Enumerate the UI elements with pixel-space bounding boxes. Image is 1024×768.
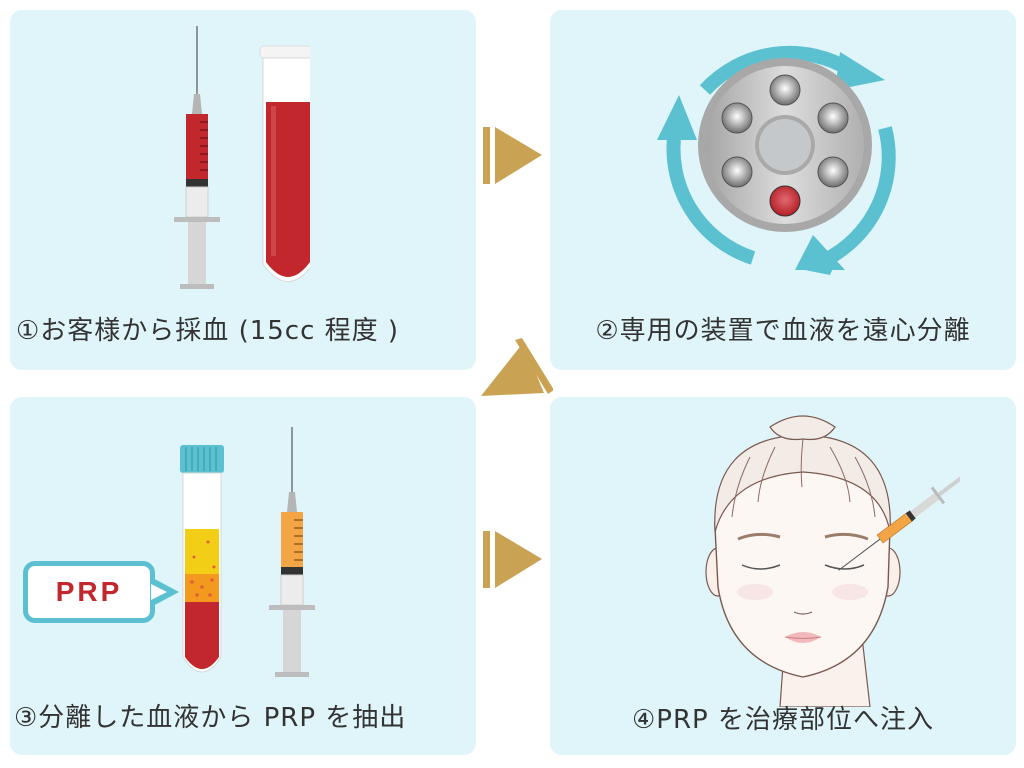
step-1-caption: ①お客様から採血 (15cc 程度 )	[16, 316, 400, 346]
step-2-panel: ②専用の装置で血液を遠心分離	[550, 10, 1016, 370]
arrow-step1-to-step2-icon	[483, 127, 542, 184]
step-1-panel: ①お客様から採血 (15cc 程度 )	[10, 10, 476, 370]
syringe-blood-icon	[174, 26, 310, 289]
step-2-caption: ②専用の装置で血液を遠心分離	[595, 316, 971, 346]
step-3-caption: ③分離した血液から PRP を抽出	[14, 703, 407, 733]
step-4-panel: ④PRP を治療部位へ注入	[550, 397, 1016, 755]
prp-callout: PRP	[23, 561, 155, 623]
callout-pointer-icon	[151, 577, 179, 607]
face-injection-icon	[705, 415, 960, 707]
step-4-caption: ④PRP を治療部位へ注入	[632, 705, 934, 735]
arrow-step3-to-step4-icon	[483, 531, 542, 588]
centrifuge-icon	[657, 45, 896, 275]
arrow-step2-to-step3-icon	[481, 338, 553, 396]
step-3-panel: PRP ③分離した血液から PRP を抽出	[10, 397, 476, 755]
separated-blood-tube-icon	[180, 427, 315, 677]
